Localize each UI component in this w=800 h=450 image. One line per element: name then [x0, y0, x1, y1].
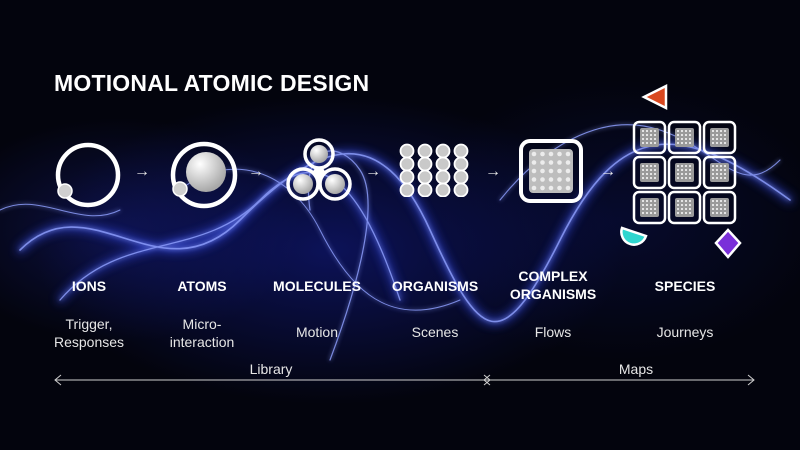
- complex-organism-dot: [548, 177, 554, 182]
- species-tile: [667, 120, 702, 155]
- stage-label-ions: IONS: [71, 278, 107, 294]
- flow-arrow-icon: →: [365, 163, 381, 180]
- species-tile: [702, 120, 737, 155]
- stage-desc-organisms: Scenes: [411, 324, 459, 340]
- stage-label-species: SPECIES: [654, 278, 716, 294]
- triangle-shape-icon: [641, 83, 668, 111]
- complex-organism-dot: [557, 151, 562, 157]
- half-circle-shape-icon: [620, 226, 648, 246]
- complex-organism-dot: [540, 185, 545, 191]
- species-tile: [667, 155, 702, 190]
- complex-organism-dot: [557, 168, 562, 174]
- flow-arrow-icon: →: [485, 163, 501, 180]
- species-grid-icon: [620, 83, 742, 259]
- range-label-maps: Maps: [618, 361, 654, 377]
- complex-organism-dot: [557, 160, 562, 165]
- complex-organism-dot: [548, 168, 554, 174]
- flow-arrow-icon: →: [134, 163, 150, 180]
- stage-desc-atoms: Micro- interaction: [137, 315, 267, 351]
- complex-organism-dot: [531, 177, 537, 182]
- complex-organism-dot: [540, 160, 545, 165]
- complex-organism-dot: [565, 168, 571, 174]
- arrow-right-icon: [747, 374, 755, 386]
- organism-cell: [417, 182, 433, 197]
- slide-title: MOTIONAL ATOMIC DESIGN: [54, 70, 370, 96]
- stage-label-complex-organisms: COMPLEX ORGANISMS: [488, 267, 618, 303]
- stage-desc-ions: Trigger, Responses: [24, 315, 154, 351]
- stage-desc-line: Responses: [53, 334, 125, 350]
- species-tile: [667, 190, 702, 225]
- stage-label-molecules: MOLECULES: [273, 278, 361, 294]
- stage-desc-molecules: Motion: [295, 324, 339, 340]
- species-tile: [632, 120, 667, 155]
- species-tile: [702, 155, 737, 190]
- complex-organism-dot: [565, 151, 571, 157]
- molecule-icon: [286, 138, 352, 201]
- complex-organism-dot: [548, 185, 554, 191]
- organism-cell: [453, 182, 469, 197]
- stage-label-atoms: ATOMS: [177, 278, 227, 294]
- complex-organism-dot: [540, 168, 545, 174]
- species-tile: [632, 155, 667, 190]
- complex-organism-icon: [519, 139, 583, 203]
- complex-organism-dot: [557, 177, 562, 182]
- complex-organism-dot: [548, 160, 554, 165]
- range-label-library: Library: [249, 361, 293, 377]
- complex-organism-dot: [531, 185, 537, 191]
- stage-desc-line: Micro-: [182, 316, 222, 332]
- complex-organism-dot: [557, 185, 562, 191]
- stage-label-organisms: ORGANISMS: [391, 278, 479, 294]
- stage-label-line: COMPLEX: [518, 268, 588, 284]
- ion-ring-icon: [55, 142, 121, 208]
- species-tile: [632, 190, 667, 225]
- stage-label-line: ORGANISMS: [509, 286, 597, 302]
- complex-organism-dot: [565, 185, 571, 191]
- organism-cell: [399, 182, 415, 197]
- organism-cell: [435, 182, 451, 197]
- atom-icon: [170, 141, 238, 209]
- arrow-left-icon: [483, 374, 491, 386]
- flow-arrow-icon: →: [248, 163, 264, 180]
- species-tile: [702, 190, 737, 225]
- flow-arrow-icon: →: [600, 163, 616, 180]
- stage-desc-line: Trigger,: [65, 316, 113, 332]
- complex-organism-dot: [540, 177, 545, 182]
- complex-organism-dot: [540, 151, 545, 157]
- organism-grid-icon: [399, 143, 469, 197]
- diamond-shape-icon: [714, 228, 742, 259]
- stage-desc-complex-organisms: Flows: [534, 324, 572, 340]
- complex-organism-dot: [531, 160, 537, 165]
- complex-organism-dot: [565, 177, 571, 182]
- complex-organism-dot: [548, 151, 554, 157]
- stage-desc-line: interaction: [169, 334, 235, 350]
- arrow-left-icon: [54, 374, 62, 386]
- complex-organism-dot: [565, 160, 571, 165]
- complex-organism-dot: [531, 151, 537, 157]
- complex-organism-dot: [531, 168, 537, 174]
- stage-desc-species: Journeys: [656, 324, 714, 340]
